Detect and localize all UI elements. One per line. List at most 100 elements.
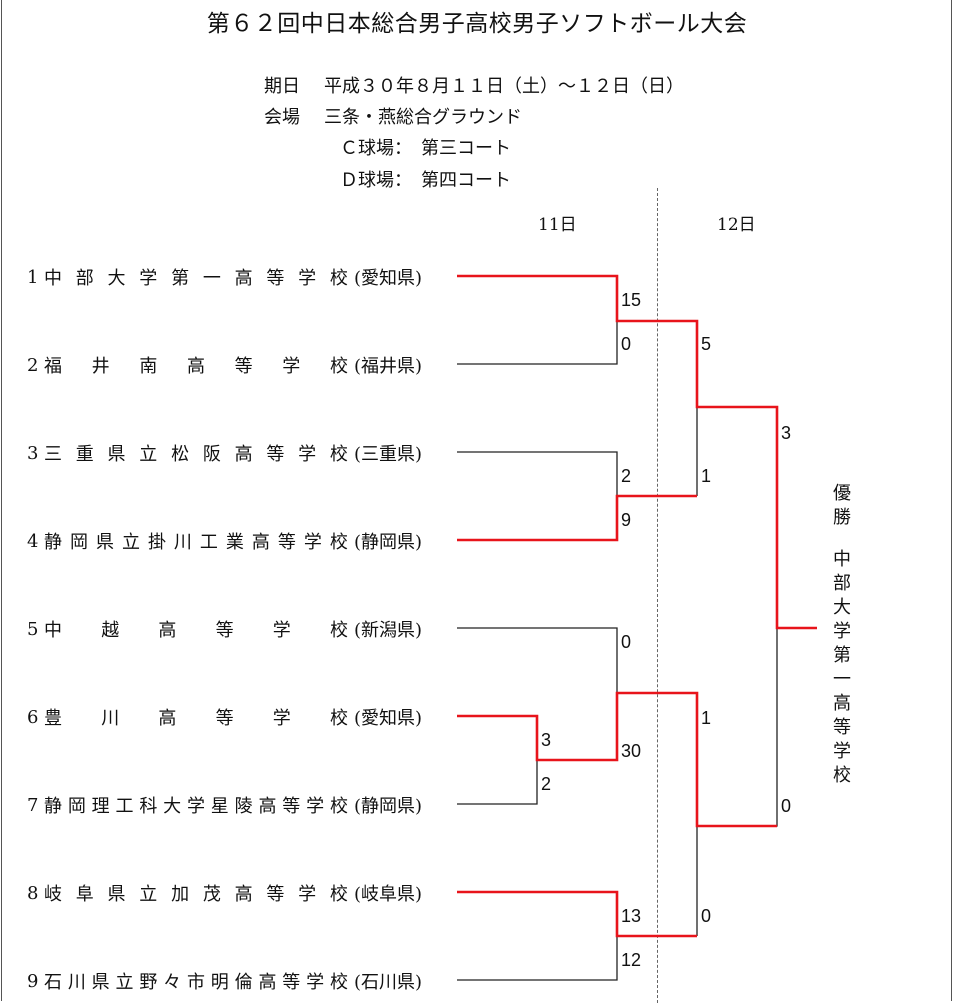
team-name: 静岡県立掛川工業高等学校 — [44, 528, 348, 554]
team-name-char: 重 — [75, 444, 94, 465]
team-name-char: 高 — [234, 268, 253, 289]
team-name-char: 学 — [306, 972, 325, 993]
score-final-top: 3 — [781, 423, 792, 443]
team-name-char: 学 — [298, 268, 317, 289]
team-name-char: 石 — [44, 972, 62, 993]
team-number: 5 — [27, 618, 39, 640]
team-name-char: 校 — [329, 972, 348, 993]
team-name-char: 学 — [282, 356, 301, 377]
team-name-char: 高 — [186, 356, 205, 377]
score-final-bottom: 0 — [781, 796, 792, 816]
team-name-char: 野 — [139, 972, 158, 993]
bracket-line — [457, 451, 618, 496]
score-sf2-top: 1 — [701, 708, 712, 728]
team-name-char: 岡 — [67, 796, 86, 817]
team-prefecture: (三重県) — [353, 444, 422, 465]
score-m4-top: 0 — [621, 632, 632, 652]
champion-team: 中部大学第一高等学校 — [832, 548, 852, 788]
score-sf1-top: 5 — [701, 334, 712, 354]
date-label: 期日 — [264, 76, 300, 97]
loser-lines — [457, 321, 778, 981]
team-name-char: 学 — [186, 796, 205, 817]
team-name-char: 工 — [199, 532, 218, 553]
team-name-char: 県 — [107, 444, 126, 465]
team-name-char: 校 — [329, 532, 348, 553]
team-name-char: 静 — [44, 532, 62, 553]
team-name-char: 校 — [329, 444, 348, 465]
team-name-char: 々 — [163, 972, 182, 993]
champion-char: 勝 — [833, 507, 851, 528]
champion-char: 中 — [833, 549, 851, 570]
team-number: 3 — [27, 442, 39, 464]
team-prefecture: (福井県) — [353, 356, 422, 377]
team-name-char: 学 — [272, 620, 291, 641]
team-name-char: 高 — [258, 796, 277, 817]
team-name-char: 加 — [171, 884, 190, 905]
team-name-char: 星 — [210, 796, 229, 817]
team-name-char: 高 — [158, 620, 177, 641]
winner-path — [457, 494, 697, 542]
champion-char: 学 — [833, 741, 851, 762]
score-m4-bottom: 30 — [621, 741, 642, 761]
team-name-char: 等 — [282, 796, 301, 817]
team-name-char: 学 — [303, 532, 322, 553]
team-name-char: 川 — [173, 532, 192, 553]
team-name-char: 立 — [139, 444, 158, 465]
team-prefecture: (愛知県) — [353, 708, 422, 729]
winner-path — [457, 691, 777, 828]
team-name-char: 井 — [91, 356, 110, 377]
team-name-char: 学 — [272, 708, 291, 729]
team-name: 福井南高等学校 — [44, 352, 348, 378]
bracket-line — [457, 936, 618, 981]
team-name-char: 工 — [115, 796, 134, 817]
team-name: 豊川高等学校 — [44, 704, 348, 730]
team-name: 三重県立松阪高等学校 — [44, 440, 348, 466]
venue-value: 三条・燕総合グラウンド — [324, 107, 522, 128]
team-name-char: 越 — [101, 620, 120, 641]
team-name-char: 第 — [171, 268, 190, 289]
team-name-char: 県 — [107, 884, 126, 905]
team-name-char: 一 — [202, 268, 221, 289]
team-name-char: 豊 — [44, 708, 62, 729]
champion-char: 大 — [833, 597, 851, 618]
score-sf2-bottom: 0 — [701, 906, 712, 926]
score-m1-top: 15 — [621, 290, 642, 310]
team-name-char: 等 — [215, 708, 234, 729]
team-name: 石川県立野々市明倫高等学校 — [44, 968, 348, 994]
team-name-char: 業 — [225, 532, 244, 553]
team-name-char: 等 — [234, 356, 253, 377]
team-name-char: 福 — [44, 356, 62, 377]
team-name-char: 中 — [44, 268, 62, 289]
team-name-char: 川 — [101, 708, 120, 729]
team-name-char: 等 — [282, 972, 301, 993]
champion-char: 部 — [833, 573, 851, 594]
court-c: Ｃ球場： 第三コート — [340, 138, 511, 159]
team-name-char: 掛 — [147, 532, 166, 553]
score-m3-bottom: 2 — [541, 774, 552, 794]
team-name-char: 茂 — [202, 884, 221, 905]
champion-char: 高 — [833, 693, 851, 714]
team-name-char: 阪 — [202, 444, 221, 465]
champion-char: 等 — [833, 717, 851, 738]
venue-row: 会場三条・燕総合グラウンド — [264, 103, 522, 129]
team-prefecture: (新潟県) — [353, 620, 422, 641]
team-name-char: 県 — [91, 972, 110, 993]
team-name-char: 三 — [44, 444, 62, 465]
bracket-line — [457, 627, 618, 693]
team-name-char: 高 — [258, 972, 277, 993]
team-number: 7 — [27, 794, 39, 816]
team-name-char: 静 — [44, 796, 62, 817]
team-prefecture: (石川県) — [353, 972, 422, 993]
team-name-char: 大 — [107, 268, 126, 289]
team-name-char: 高 — [234, 884, 253, 905]
team-name-char: 等 — [215, 620, 234, 641]
team-number: 6 — [27, 706, 39, 728]
team-name-char: 川 — [67, 972, 86, 993]
